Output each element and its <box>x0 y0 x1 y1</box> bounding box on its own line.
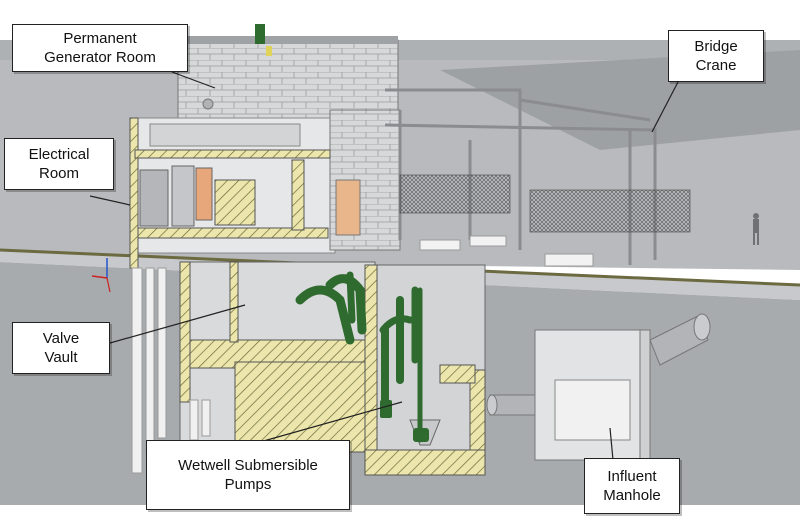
callout-leader-lines <box>89 71 679 461</box>
callout-line-1: Bridge <box>694 38 738 55</box>
person-silhouette <box>753 213 759 245</box>
callout-permanent-generator-room: Permanent Generator Room <box>12 24 188 72</box>
submersible-pumps <box>380 400 429 442</box>
callout-line-1: Influent <box>607 468 657 485</box>
exhaust-stack <box>255 24 265 44</box>
callout-influent-manhole: Influent Manhole <box>584 458 680 514</box>
callout-line-1: Wetwell Submersible <box>178 457 318 474</box>
generator-equipment <box>149 123 301 147</box>
support-piles <box>131 267 211 474</box>
callout-line-2: Crane <box>695 57 737 74</box>
callout-bridge-crane: Bridge Crane <box>668 30 764 82</box>
callout-line-2: Room <box>38 165 79 182</box>
callout-line-1: Electrical <box>28 146 90 163</box>
callout-line-2: Pumps <box>224 476 272 493</box>
callout-line-1: Permanent <box>63 30 137 47</box>
floor-slab <box>134 149 331 159</box>
fence-right <box>529 189 691 233</box>
callout-line-1: Valve <box>42 330 80 347</box>
fence-left <box>399 174 511 214</box>
electrical-cabinet <box>139 169 169 227</box>
callout-wetwell-submersible-pumps: Wetwell Submersible Pumps <box>146 440 350 510</box>
callout-valve-vault: Valve Vault <box>12 322 110 374</box>
callout-electrical-room: Electrical Room <box>4 138 114 190</box>
callout-line-2: Manhole <box>603 487 661 504</box>
pump-discharge-piping <box>295 271 423 443</box>
callout-line-2: Generator Room <box>44 49 156 66</box>
axis-triad-icon <box>91 258 111 293</box>
callout-line-2: Vault <box>44 349 78 366</box>
influent-pipe <box>486 313 711 416</box>
